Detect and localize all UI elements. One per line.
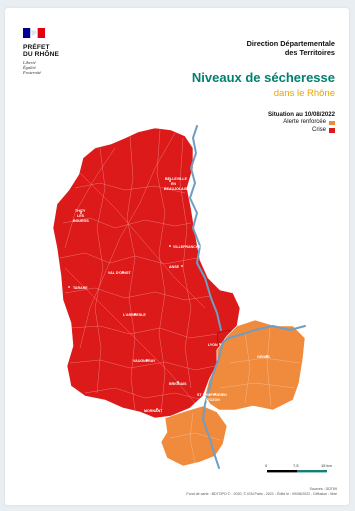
legend-item-crise: Crise: [195, 127, 335, 135]
city-dot-val-doingt: [122, 271, 124, 273]
rivers: [189, 125, 306, 469]
city-lyon: LYON: [208, 343, 218, 347]
legend-label-alerte-renforcee: Alerte renforcée: [283, 119, 326, 125]
map-sources: Sources : DDT69 Fond de carte : BDTOPO ©…: [87, 487, 337, 497]
city-tarare: TARARE: [73, 286, 88, 290]
prefecture-title: PRÉFET DU RHÔNE: [23, 44, 93, 59]
commune-borders: [59, 129, 301, 464]
map-subtitle: dans le Rhône: [273, 88, 335, 99]
city-dot-thizy: [80, 212, 82, 214]
motto-egalite: Égalité: [23, 64, 36, 70]
motto-fraternite: Fraternité: [23, 69, 42, 75]
city-dot-villefranche: [169, 245, 171, 247]
republic-motto: Liberté Égalité Fraternité: [23, 60, 83, 76]
city-dot-belleville: [169, 180, 171, 182]
scale-tick-end: 15 km: [321, 463, 333, 468]
city-thizy-les: LES: [77, 214, 85, 218]
city-villefranche: VILLEFRANCHE: [173, 245, 201, 249]
city-labels: BELLEVILLE EN BEAUJOLAIS THIZY LES BOURG…: [68, 177, 270, 413]
scale-bar: 0 7,5 15 km: [265, 463, 333, 473]
city-dot-st-symphorien: [214, 393, 216, 395]
sources-line1: Sources : DDT69: [309, 487, 337, 491]
city-larbresle: L'ARBRESLE: [123, 313, 146, 317]
motto-liberte: Liberté: [23, 60, 36, 65]
city-anse: ANSE: [169, 265, 180, 269]
city-genas: GENAS: [257, 355, 270, 359]
legend-label-crise: Crise: [311, 126, 326, 133]
map-card: PRÉFET DU RHÔNE Liberté Égalité Fraterni…: [5, 8, 349, 505]
city-bourgs: BOURGS: [73, 219, 89, 223]
city-dot-larbresle: [134, 313, 136, 315]
map-legend: Situation au 10/08/2022 Alerte renforcée…: [195, 111, 335, 134]
city-belleville-en: EN: [171, 182, 176, 186]
rhone-river-north: [222, 325, 306, 343]
sources-line2: Fond de carte : BDTOPO © - 2020, © IGN P…: [186, 491, 337, 496]
map-title: Niveaux de sécheresse: [191, 70, 335, 85]
scale-segment-2: [297, 470, 327, 473]
legend-swatch-alerte-renforcee: [329, 120, 335, 125]
prefecture-title-line2: DU RHÔNE: [23, 51, 59, 59]
city-dot-tarare: [68, 286, 70, 288]
rhone-drought-map: BELLEVILLE EN BEAUJOLAIS THIZY LES BOURG…: [52, 125, 333, 473]
city-dozon: D'OZON: [206, 398, 220, 402]
city-thizy: THIZY: [75, 209, 86, 213]
scale-tick-0: 0: [265, 463, 268, 468]
city-beaujolais: BEAUJOLAIS: [164, 187, 188, 191]
rhone-river-south: [202, 341, 224, 469]
legend-date: Situation au 10/08/2022: [267, 111, 335, 118]
city-dot-anse: [181, 265, 183, 267]
legend-swatch-crise: [329, 128, 335, 133]
french-flag-icon: [23, 28, 45, 38]
legend-item-alerte-renforcee: Alerte renforcée: [195, 119, 335, 127]
map-zone-crise: [52, 127, 241, 419]
city-brignais: BRIGNAIS: [169, 382, 187, 386]
direction-name: Direction Départementale des Territoires: [185, 39, 335, 57]
city-val-doingt: VAL D'OINGT: [108, 271, 131, 275]
direction-line1: Direction Départementale: [246, 39, 335, 48]
city-dot-brignais: [177, 381, 179, 383]
city-dot-lyon: [219, 343, 221, 345]
scale-tick-mid: 7,5: [293, 463, 299, 468]
city-dot-genas: [266, 355, 268, 357]
city-dot-mornant: [156, 408, 158, 410]
saone-river: [189, 125, 222, 331]
city-dot-vaugneray: [146, 359, 148, 361]
city-belleville: BELLEVILLE: [165, 177, 188, 181]
city-vaugneray: VAUGNERAY: [133, 359, 156, 363]
city-st-symphorien: ST SYMPHORIEN: [197, 393, 227, 397]
city-mornant: MORNANT: [144, 409, 163, 413]
prefecture-title-line1: PRÉFET: [23, 44, 50, 51]
direction-line2: des Territoires: [284, 48, 335, 57]
scale-segment-1: [267, 470, 297, 473]
